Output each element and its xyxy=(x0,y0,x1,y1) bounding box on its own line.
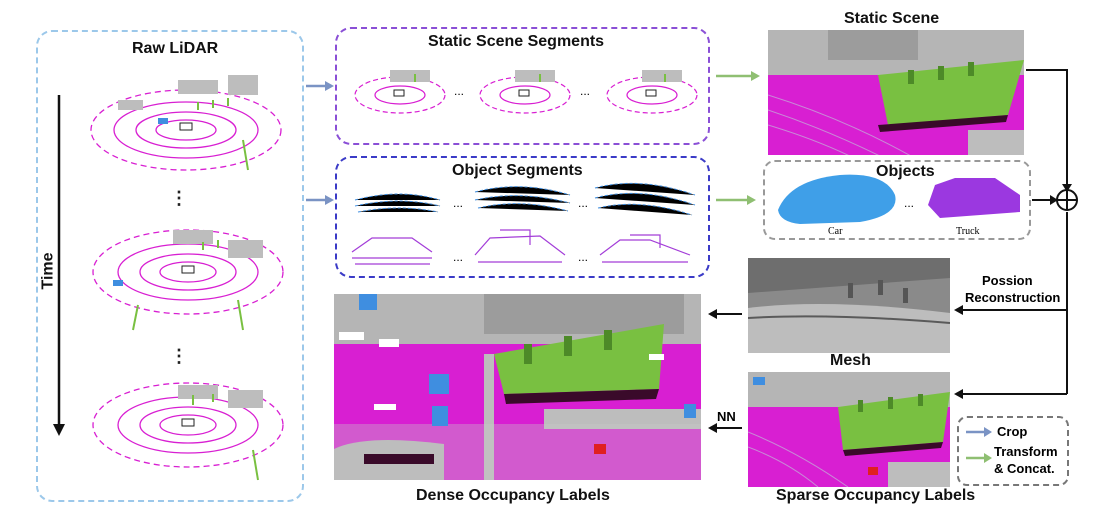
static-segments-ellipsis-1: ... xyxy=(454,84,465,98)
crop-arrow-icon xyxy=(966,427,992,437)
static-scene-title: Static Scene xyxy=(844,10,940,27)
transform-arrow-icon xyxy=(966,453,992,463)
raw-lidar-scan-3 xyxy=(78,370,293,495)
object-segments-ellipsis-4: ... xyxy=(578,250,589,264)
legend-crop-label: Crop xyxy=(997,424,1028,439)
sparse-occupancy-image xyxy=(748,372,950,487)
legend-transform-label-2: & Concat. xyxy=(994,461,1055,476)
dense-occupancy-image xyxy=(334,294,701,480)
dense-occupancy-title: Dense Occupancy Labels xyxy=(416,487,610,504)
objects-title: Objects xyxy=(876,163,935,180)
legend-transform-label-1: Transform xyxy=(994,444,1058,459)
objects-ellipsis: ... xyxy=(904,196,915,210)
poisson-label-line2: Reconstruction xyxy=(965,290,1061,305)
static-scene-image xyxy=(768,30,1024,155)
poisson-label-line1: Possion xyxy=(982,273,1033,288)
object-segments-ellipsis-2: ... xyxy=(578,196,589,210)
objects-box xyxy=(763,160,1031,240)
raw-lidar-title: Raw LiDAR xyxy=(132,40,219,57)
mesh-title: Mesh xyxy=(830,352,871,369)
truck-label: Truck xyxy=(956,226,980,237)
object-segments-ellipsis-3: ... xyxy=(453,250,464,264)
raw-lidar-box xyxy=(36,30,304,502)
nn-label: NN xyxy=(717,409,736,424)
plus-circle-icon xyxy=(1056,189,1078,211)
raw-lidar-scan-2 xyxy=(78,210,293,340)
raw-lidar-ellipsis-2: ⋮ xyxy=(170,346,188,366)
static-segments-ellipsis-2: ... xyxy=(580,84,591,98)
car-label: Car xyxy=(828,226,843,237)
static-segments-box xyxy=(335,27,710,145)
legend-box xyxy=(957,416,1069,486)
object-segments-box xyxy=(335,156,710,278)
object-segments-ellipsis-1: ... xyxy=(453,196,464,210)
sparse-occupancy-title: Sparse Occupancy Labels xyxy=(776,487,976,504)
static-segments-title: Static Scene Segments xyxy=(428,33,605,50)
object-segments-title: Object Segments xyxy=(452,162,583,179)
mesh-image xyxy=(748,258,950,353)
raw-lidar-ellipsis-1: ⋮ xyxy=(170,188,188,208)
raw-lidar-scan-1 xyxy=(78,60,293,185)
